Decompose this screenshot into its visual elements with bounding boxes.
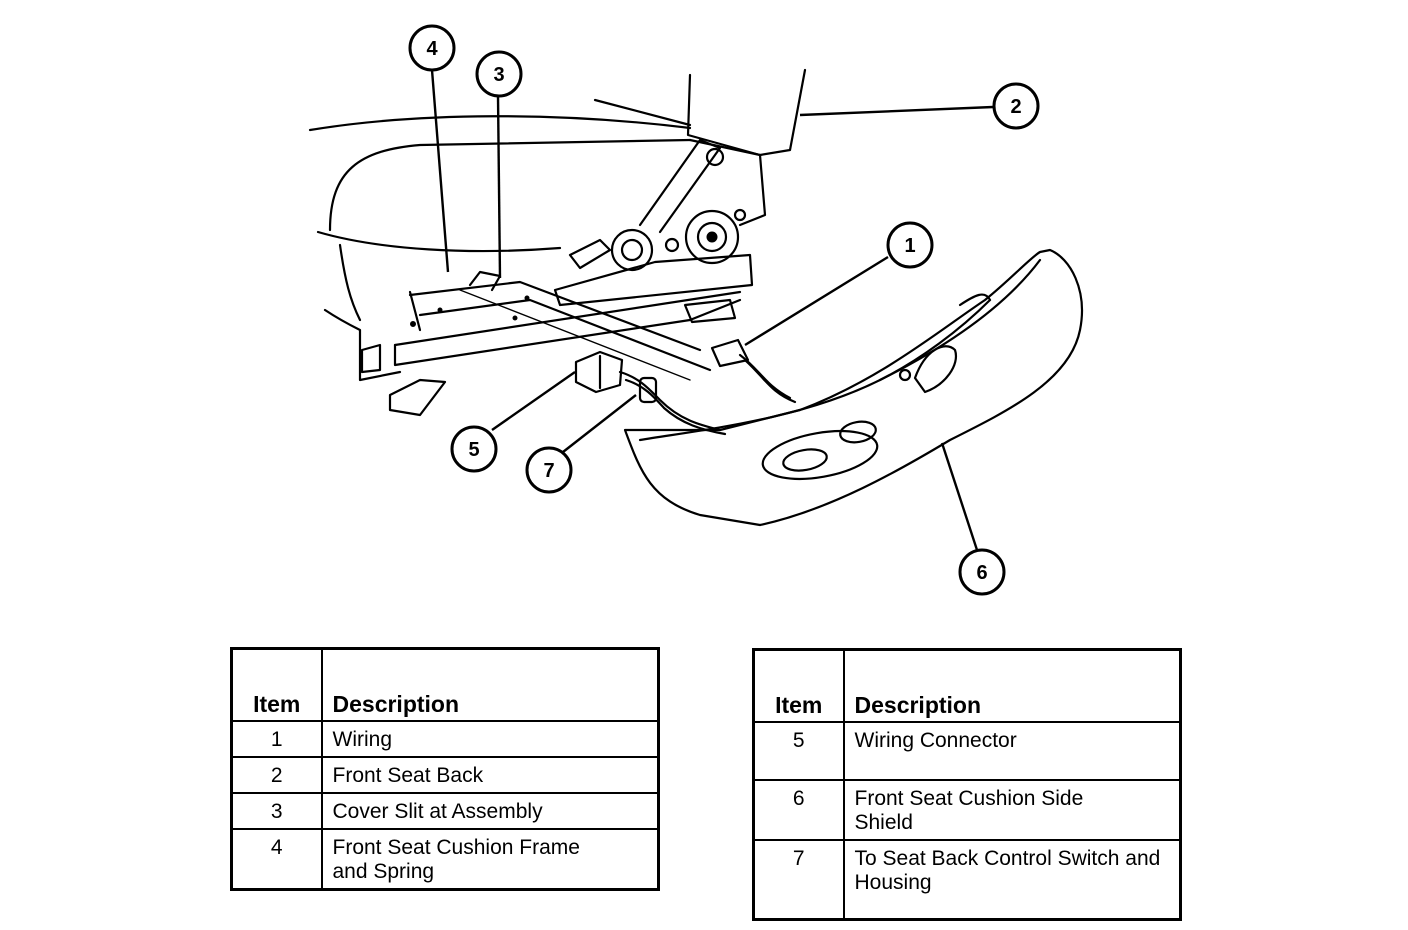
legend-row: 5 Wiring Connector <box>752 720 1182 781</box>
legend-item-description: Wiring Connector <box>842 720 1182 781</box>
svg-text:4: 4 <box>426 38 438 60</box>
item-column-header: Item <box>230 647 323 722</box>
svg-text:5: 5 <box>468 439 479 461</box>
callout-3: 3 <box>475 50 523 98</box>
description-column-header: Description <box>842 648 1182 723</box>
legend-table-right: Item Description 5 Wiring Connector 6 Fr… <box>752 648 1182 921</box>
legend-row: 4 Front Seat Cushion Frame and Spring <box>230 827 660 890</box>
legend-header-row: Item Description <box>752 648 1182 723</box>
legend-item-description: Front Seat Back <box>320 755 660 794</box>
svg-text:2: 2 <box>1010 96 1021 118</box>
callout-7: 7 <box>525 446 573 494</box>
legend-item-number: 3 <box>230 791 323 830</box>
legend-item-number: 5 <box>752 720 845 781</box>
description-column-header: Description <box>320 647 660 722</box>
leader-lines <box>430 69 994 551</box>
legend-row: 7 To Seat Back Control Switch and Housin… <box>752 838 1182 921</box>
legend-item-number: 6 <box>752 778 845 841</box>
callout-2: 2 <box>992 82 1040 130</box>
svg-text:6: 6 <box>976 562 987 584</box>
legend-item-number: 1 <box>230 719 323 758</box>
legend-item-number: 4 <box>230 827 323 890</box>
item-column-header: Item <box>752 648 845 723</box>
callout-6: 6 <box>958 548 1006 596</box>
legend-item-number: 7 <box>752 838 845 921</box>
seat-back-illustration <box>593 68 807 227</box>
side-shield-illustration <box>623 248 1083 527</box>
seat-exploded-diagram: 4 3 2 1 5 7 6 <box>308 24 1083 596</box>
legend-item-number: 2 <box>230 755 323 794</box>
seat-cushion-illustration <box>308 115 742 417</box>
legend-item-description: Front Seat Cushion Frame and Spring <box>320 827 660 890</box>
legend-row: 6 Front Seat Cushion Side Shield <box>752 778 1182 841</box>
legend-item-description: To Seat Back Control Switch and Housing <box>842 838 1182 921</box>
legend-item-description: Wiring <box>320 719 660 758</box>
recliner-mechanism-illustration <box>553 138 754 324</box>
legend-item-description: Front Seat Cushion Side Shield <box>842 778 1182 841</box>
legend-header-row: Item Description <box>230 647 660 722</box>
svg-text:1: 1 <box>904 235 915 257</box>
callout-5: 5 <box>450 425 498 473</box>
svg-text:7: 7 <box>543 460 554 482</box>
callout-4: 4 <box>408 24 456 72</box>
svg-text:3: 3 <box>493 64 504 86</box>
legend-row: 3 Cover Slit at Assembly <box>230 791 660 830</box>
legend-table-left: Item Description 1 Wiring 2 Front Seat B… <box>230 647 660 891</box>
legend-row: 2 Front Seat Back <box>230 755 660 794</box>
callout-1: 1 <box>886 221 934 269</box>
legend-row: 1 Wiring <box>230 719 660 758</box>
cushion-frame-illustration <box>408 270 712 381</box>
legend-item-description: Cover Slit at Assembly <box>320 791 660 830</box>
